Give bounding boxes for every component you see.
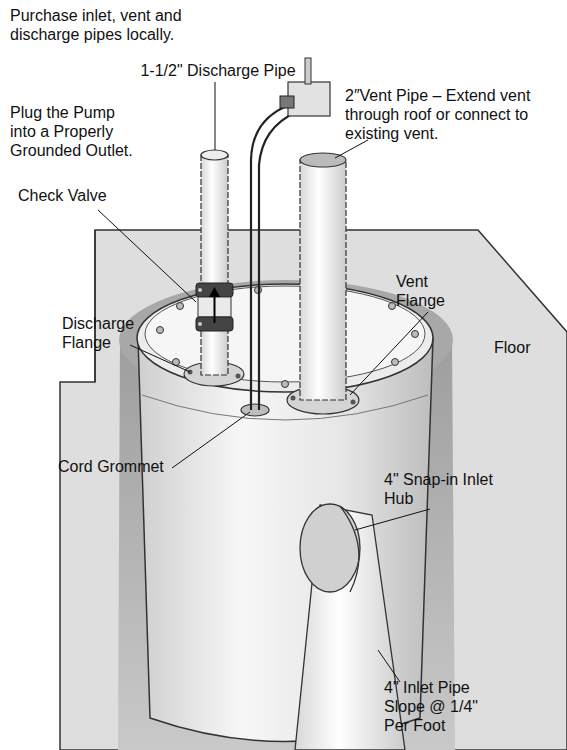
check-valve — [196, 283, 233, 331]
part-label: Discharge Flange — [62, 314, 152, 352]
lid-top — [145, 286, 425, 382]
cord-grommet — [241, 404, 269, 416]
note-text: Plug the Pump into a Properly Grounded O… — [10, 103, 145, 160]
inlet-hub — [300, 504, 360, 592]
discharge-pipe — [201, 155, 228, 375]
part-label: 1-1/2" Discharge Pipe — [118, 61, 318, 80]
basin-seam — [142, 395, 428, 420]
part-label: 4" Inlet Pipe Slope @ 1/4" Per Foot — [384, 678, 496, 735]
floor-edge — [94, 230, 96, 382]
vent-pipe — [300, 160, 346, 400]
part-label: Floor — [494, 338, 554, 357]
float-cord — [259, 112, 296, 410]
basin-lid — [137, 284, 433, 392]
pump-cord — [251, 104, 292, 410]
part-label: 2″Vent Pipe – Extend vent through roof o… — [345, 86, 563, 143]
part-label: 4" Snap-in Inlet Hub — [384, 470, 494, 508]
note-text: Purchase inlet, vent and discharge pipes… — [10, 6, 210, 44]
part-label: Cord Grommet — [58, 457, 188, 476]
part-label: Check Valve — [18, 186, 138, 205]
part-label: Vent Flange — [396, 272, 476, 310]
leader-lines — [98, 82, 430, 682]
